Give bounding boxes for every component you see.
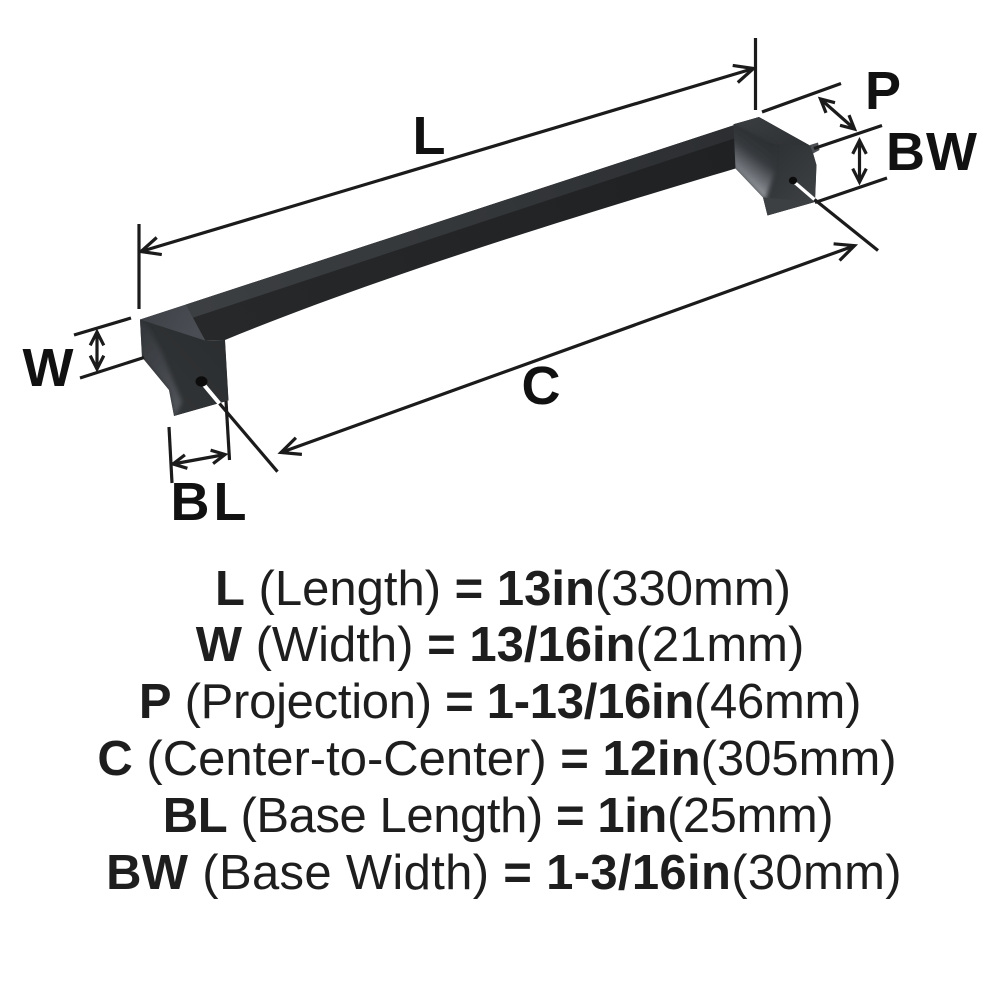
svg-text:C: C	[522, 356, 561, 416]
svg-text:BL: BL	[171, 472, 251, 532]
svg-text:P (Projection) = 1-13/16in(46m: P (Projection) = 1-13/16in(46mm)	[139, 675, 861, 729]
svg-text:C (Center-to-Center) = 12in(30: C (Center-to-Center) = 12in(305mm)	[97, 732, 896, 786]
svg-text:W (Width) = 13/16in(21mm): W (Width) = 13/16in(21mm)	[196, 618, 805, 672]
svg-text:BL (Base Length) = 1in(25mm): BL (Base Length) = 1in(25mm)	[163, 789, 833, 843]
svg-text:L (Length) = 13in(330mm): L (Length) = 13in(330mm)	[215, 562, 791, 616]
svg-text:L: L	[413, 106, 446, 166]
svg-text:BW (Base Width) = 1-3/16in(30m: BW (Base Width) = 1-3/16in(30mm)	[106, 846, 902, 900]
svg-text:W: W	[23, 338, 74, 398]
svg-text:P: P	[865, 61, 901, 121]
svg-text:BW: BW	[886, 122, 978, 182]
